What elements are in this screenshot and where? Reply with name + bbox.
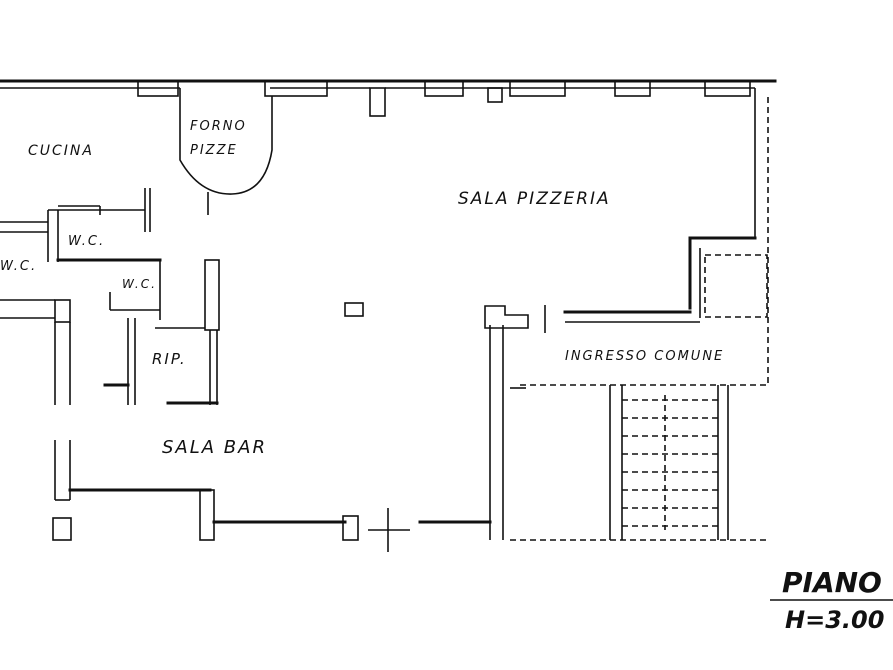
bottom-walls [52,488,768,552]
label-wc-1: W.C. [68,234,105,249]
label-sala-pizzeria: SALA PIZZERIA [458,189,611,209]
floor-title: PIANO TE [782,566,893,599]
label-wc-3: W.C. [122,277,157,291]
staircase [609,385,729,540]
label-ripostiglio: RIP. [152,350,187,368]
floor-height: H=3.00 [785,606,884,634]
label-forno: FORNO PIZZE [190,119,247,158]
label-forno-line: FORNO [190,119,247,134]
title-block: PIANO TE H=3.00 [770,566,893,634]
central-wall [344,302,529,540]
oven-area [179,88,273,215]
left-walls [0,299,71,501]
label-sala-bar: SALA BAR [162,437,267,458]
service-block [0,188,220,405]
label-ingresso-comune: INGRESSO COMUNE [565,349,724,364]
label-wc-2: W.C. [0,259,37,274]
label-forno-line: PIZZE [190,143,238,158]
top-wall [0,79,777,117]
right-side-walls [520,88,769,386]
label-cucina: CUCINA [28,143,94,159]
